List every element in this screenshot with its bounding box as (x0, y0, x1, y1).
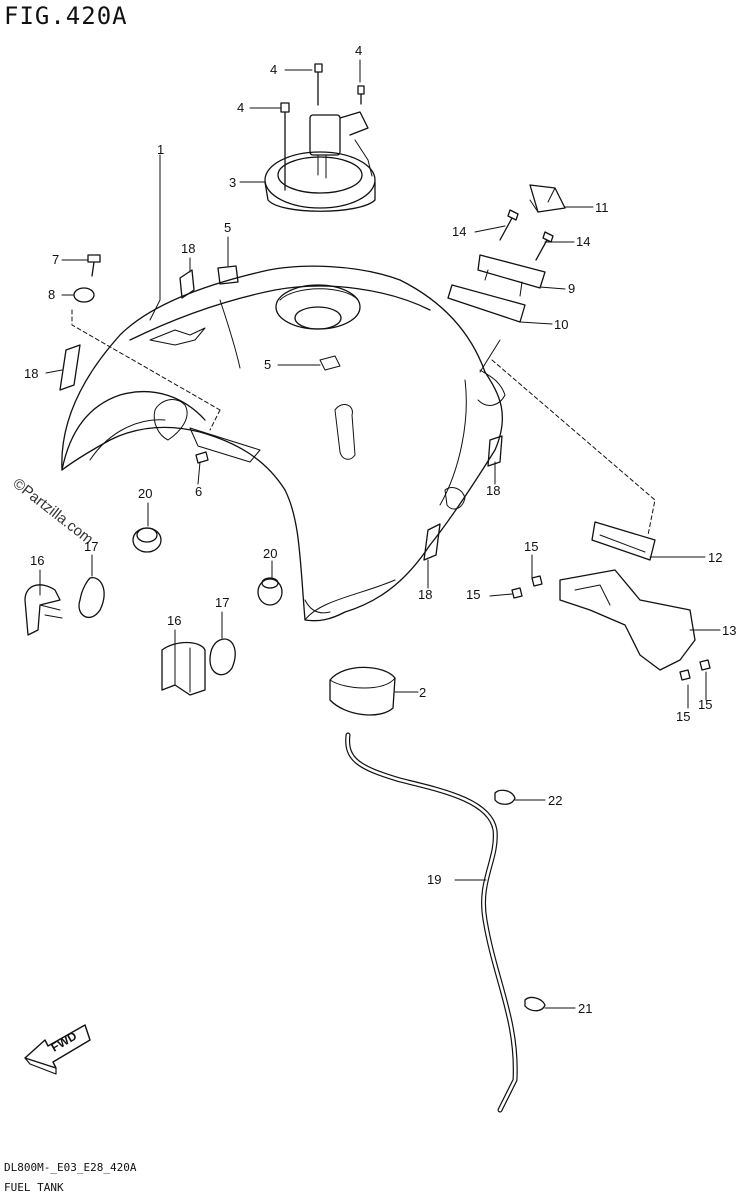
callout-16b[interactable]: 16 (167, 613, 182, 628)
callout-12[interactable]: 12 (708, 550, 723, 565)
fuel-cap (264, 111, 376, 212)
callout-5b[interactable]: 5 (264, 357, 272, 372)
callout-7[interactable]: 7 (52, 252, 60, 267)
diagram-name: FUEL TANK (4, 1181, 64, 1194)
callout-21[interactable]: 21 (578, 1001, 593, 1016)
callout-15a[interactable]: 15 (524, 539, 539, 554)
callout-2[interactable]: 2 (419, 685, 427, 700)
callout-14a[interactable]: 14 (452, 224, 467, 239)
callout-20b[interactable]: 20 (263, 546, 278, 561)
callout-15d[interactable]: 15 (698, 697, 713, 712)
figure-title: FIG.420A (4, 2, 128, 30)
callout-16a[interactable]: 16 (30, 553, 45, 568)
callout-10[interactable]: 10 (554, 317, 569, 332)
callout-14b[interactable]: 14 (576, 234, 591, 249)
small-parts (59, 254, 503, 561)
callout-9[interactable]: 9 (568, 281, 576, 296)
callout-18d[interactable]: 18 (418, 587, 433, 602)
callout-17b[interactable]: 17 (215, 595, 230, 610)
callout-1[interactable]: 1 (157, 142, 165, 157)
drain-hose (345, 732, 546, 1113)
diagram-code: DL800M-_E03_E28_420A (4, 1161, 137, 1174)
callout-13[interactable]: 13 (722, 623, 737, 638)
callout-3[interactable]: 3 (229, 175, 237, 190)
brackets (447, 184, 656, 561)
callout-4c[interactable]: 4 (237, 100, 245, 115)
callout-20a[interactable]: 20 (138, 486, 153, 501)
cushion-2 (329, 666, 396, 716)
fuel-tank (61, 265, 506, 622)
fwd-arrow: FWD (24, 1024, 91, 1075)
callout-8[interactable]: 8 (48, 287, 56, 302)
callout-4a[interactable]: 4 (270, 62, 278, 77)
callout-6[interactable]: 6 (195, 484, 203, 499)
callout-19[interactable]: 19 (427, 872, 442, 887)
callout-5a[interactable]: 5 (224, 220, 232, 235)
callout-17a[interactable]: 17 (84, 539, 99, 554)
bolts (280, 63, 365, 191)
callout-11[interactable]: 11 (595, 200, 609, 215)
leader-lines (39, 59, 721, 1009)
bracket-13 (511, 569, 711, 681)
callout-22[interactable]: 22 (548, 793, 563, 808)
callout-18c[interactable]: 18 (486, 483, 501, 498)
callout-15b[interactable]: 15 (466, 587, 481, 602)
callout-4b[interactable]: 4 (355, 43, 363, 58)
screws-14 (499, 209, 554, 261)
cushions-clamps (24, 527, 283, 696)
callout-18b[interactable]: 18 (24, 366, 39, 381)
callout-15c[interactable]: 15 (676, 709, 691, 724)
callout-18a[interactable]: 18 (181, 241, 196, 256)
